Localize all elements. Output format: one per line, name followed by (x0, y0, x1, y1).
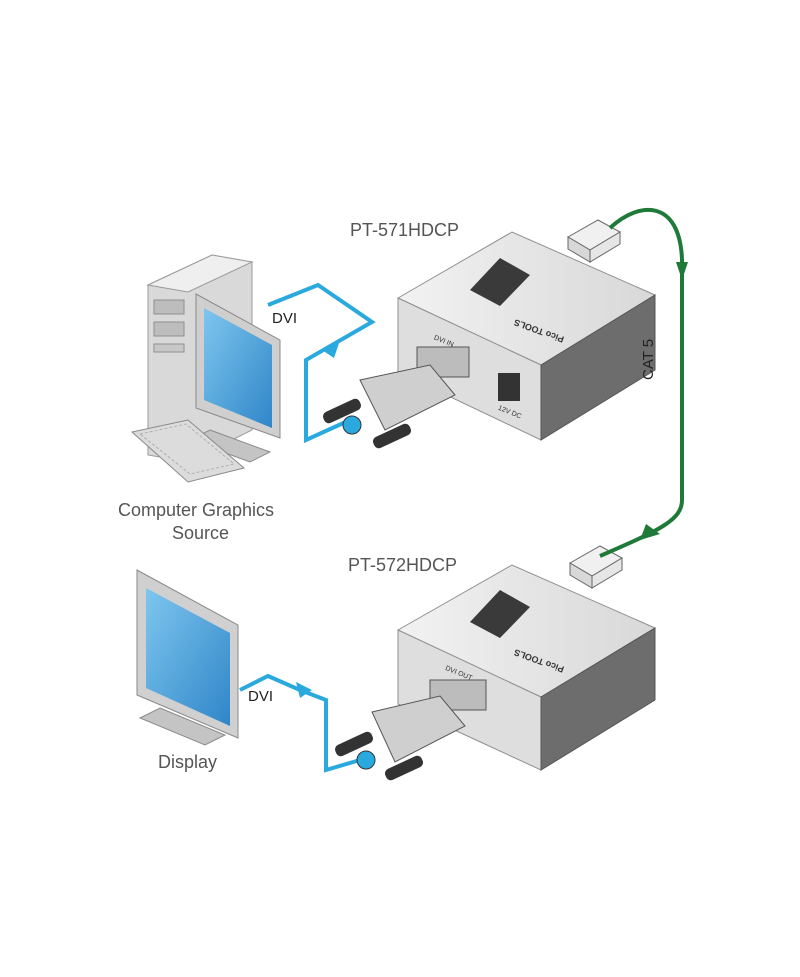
power-jack (498, 373, 520, 401)
transmitter-model-label: PT-571HDCP (350, 220, 460, 240)
source-caption-line2: Source (172, 523, 230, 543)
rj45-connector-top (567, 219, 622, 263)
dvi-plug-display (334, 695, 466, 781)
display-caption: Display (158, 752, 218, 772)
source-caption-line1: Computer Graphics (118, 500, 275, 520)
cat5-cable (599, 207, 688, 558)
display-dvi-label: DVI (248, 688, 274, 705)
dvi-plug-source (322, 364, 456, 449)
cat5-label: CAT 5 (640, 338, 657, 380)
cat5-arrow-bottom (640, 524, 660, 540)
receiver-box (396, 564, 657, 771)
keyboard (130, 419, 246, 483)
cat5-arrow-top (676, 262, 688, 280)
source-dvi-label: DVI (272, 310, 298, 327)
receiver-model-label: PT-572HDCP (348, 555, 458, 575)
dvi-cable-source (267, 282, 376, 444)
display-monitor (136, 569, 239, 746)
dvi-cable-display (239, 673, 361, 773)
computer-monitor (188, 293, 281, 463)
rj45-connector-bottom (569, 545, 624, 589)
transmitter-box (396, 231, 657, 441)
